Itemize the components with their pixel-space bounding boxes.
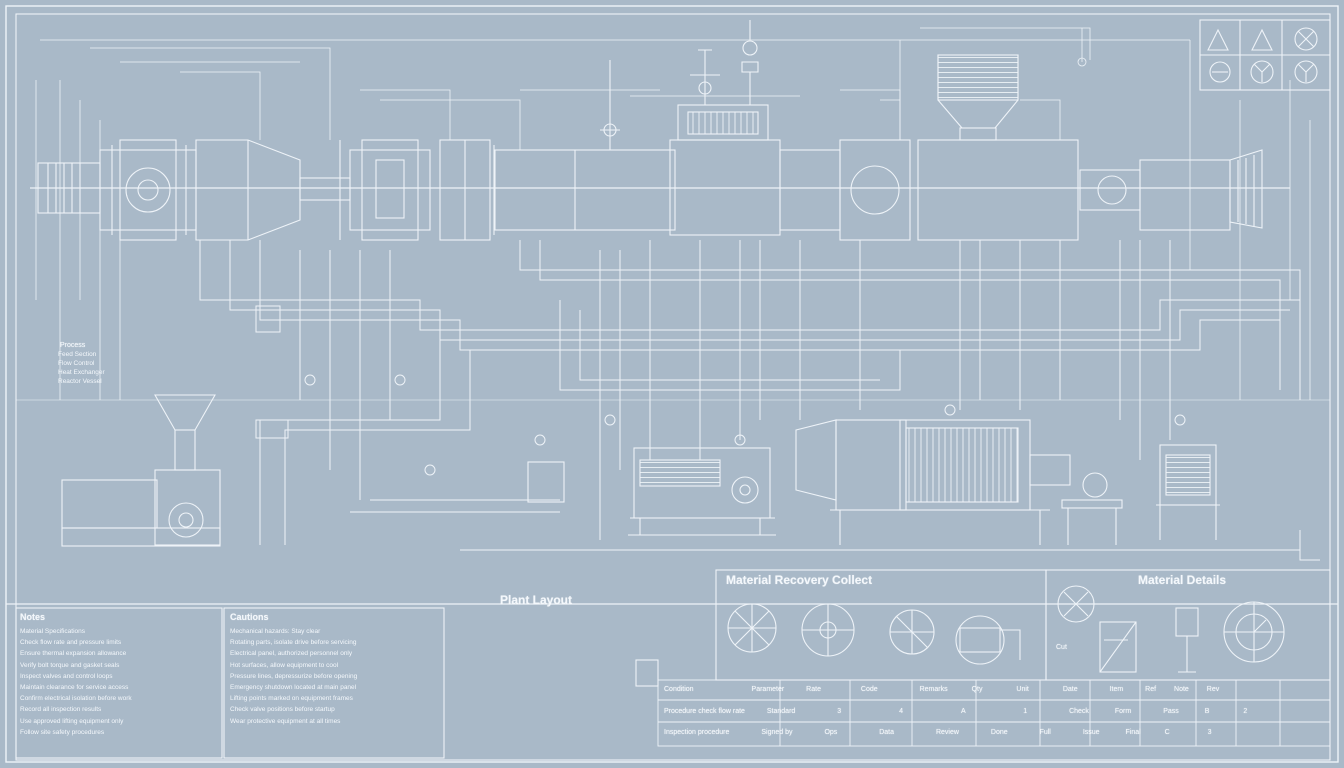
list-item: Rotating parts, isolate drive before ser… bbox=[230, 639, 357, 647]
warning-triangle-icon bbox=[1251, 28, 1273, 51]
process-train bbox=[30, 20, 1290, 241]
table-header-cell: Rate bbox=[806, 686, 821, 693]
table-header-cell: Rev bbox=[1206, 686, 1220, 693]
table-cell: Inspection procedure bbox=[664, 729, 730, 736]
table-cell: Pass bbox=[1163, 708, 1179, 715]
table-header-cell: Item bbox=[1109, 686, 1124, 693]
detail-title: Material Details bbox=[1138, 573, 1227, 587]
notes-list: Material Specifications Check flow rate … bbox=[20, 626, 132, 738]
symbol-legend-box bbox=[1199, 19, 1331, 91]
legend-title: Cautions bbox=[230, 612, 269, 622]
notes-title: Notes bbox=[20, 612, 46, 622]
main-diagram-label: Plant Layout bbox=[500, 593, 573, 607]
valve-circle-icon bbox=[1209, 61, 1231, 83]
detail-symbols bbox=[1057, 585, 1285, 673]
table-cell: 1 bbox=[1023, 708, 1028, 715]
table-cell: 3 bbox=[837, 708, 842, 715]
fan-circle-icon bbox=[1250, 60, 1274, 84]
table-cell: Data bbox=[879, 729, 895, 736]
table-cell: Standard bbox=[766, 708, 796, 715]
table-cell: Done bbox=[990, 729, 1008, 736]
list-item: Heat Exchanger bbox=[58, 369, 105, 376]
collection-title: Material Recovery Collect bbox=[726, 573, 873, 587]
list-item: Hot surfaces, allow equipment to cool bbox=[230, 661, 339, 669]
table-cell: Review bbox=[935, 729, 959, 736]
list-item: Check valve positions before startup bbox=[230, 706, 335, 714]
list-item: Material Specifications bbox=[20, 628, 86, 635]
table-cell: 4 bbox=[899, 708, 904, 715]
table-cell: 2 bbox=[1243, 708, 1248, 715]
table-header-row: Condition Parameter Rate Code Remarks Qt… bbox=[664, 686, 1219, 694]
list-item: Confirm electrical isolation before work bbox=[20, 695, 132, 703]
legend-box bbox=[223, 607, 445, 759]
warning-triangle-icon bbox=[1207, 28, 1229, 51]
table-header-cell: Remarks bbox=[919, 686, 948, 693]
table-row: Procedure check flow rate Standard 3 4 A… bbox=[664, 708, 1247, 716]
list-item: Verify bolt torque and gasket seals bbox=[20, 661, 120, 669]
fan-circle-icon bbox=[1294, 60, 1318, 84]
list-item: Pressure lines, depressurize before open… bbox=[230, 672, 358, 680]
list-item: Record all inspection results bbox=[20, 706, 102, 714]
list-item: Follow site safety procedures bbox=[20, 728, 105, 736]
title-table bbox=[657, 679, 1331, 747]
table-header-cell: Note bbox=[1174, 686, 1189, 693]
table-cell: Issue bbox=[1082, 729, 1100, 736]
list-item: Reactor Vessel bbox=[58, 378, 102, 385]
list-item: Emergency shutdown located at main panel bbox=[230, 684, 357, 692]
list-item: Mechanical hazards: Stay clear bbox=[230, 628, 321, 635]
table-cell: Ops bbox=[824, 729, 838, 736]
table-row: Inspection procedure Signed by Ops Data … bbox=[664, 729, 1212, 737]
table-header-cell: Date bbox=[1062, 686, 1078, 693]
table-cell: Procedure check flow rate bbox=[664, 708, 745, 715]
cross-circle-icon bbox=[1294, 27, 1318, 51]
outer-border bbox=[5, 5, 1339, 763]
lower-equipment bbox=[61, 394, 1220, 547]
table-header-cell: Condition bbox=[664, 686, 694, 693]
collection-symbols bbox=[727, 603, 1021, 665]
table-cell: Check bbox=[1069, 708, 1089, 715]
table-cell: B bbox=[1204, 708, 1210, 715]
table-cell: Full bbox=[1039, 729, 1051, 736]
list-item: Feed Section bbox=[58, 351, 97, 358]
table-cell: Signed by bbox=[761, 729, 793, 736]
table-cell: C bbox=[1164, 729, 1170, 736]
table-header-cell: Qty bbox=[971, 686, 983, 693]
inner-border bbox=[15, 13, 1331, 761]
table-header-cell: Unit bbox=[1016, 686, 1029, 693]
list-item: Lifting points marked on equipment frame… bbox=[230, 695, 353, 703]
detail-small-label: Cut bbox=[1056, 644, 1067, 651]
table-header-cell: Ref bbox=[1145, 686, 1157, 693]
table-header-cell: Parameter bbox=[751, 686, 785, 693]
table-cell: Final bbox=[1125, 729, 1141, 736]
table-cell: A bbox=[960, 708, 966, 715]
table-cell: 3 bbox=[1207, 729, 1212, 736]
list-item: Ensure thermal expansion allowance bbox=[20, 650, 127, 658]
left-process-list: Feed Section Flow Control Heat Exchanger… bbox=[58, 350, 105, 386]
list-item: Maintain clearance for service access bbox=[20, 684, 129, 692]
left-list-title: Process bbox=[60, 342, 86, 349]
list-item: Inspect valves and control loops bbox=[20, 672, 113, 680]
table-header-cell: Code bbox=[860, 686, 878, 693]
notes-box bbox=[15, 607, 223, 759]
table-cell: Form bbox=[1114, 708, 1132, 715]
list-item: Check flow rate and pressure limits bbox=[20, 639, 122, 647]
list-item: Electrical panel, authorized personnel o… bbox=[230, 650, 353, 658]
list-item: Use approved lifting equipment only bbox=[20, 717, 124, 725]
list-item: Flow Control bbox=[58, 360, 95, 367]
legend-list: Mechanical hazards: Stay clear Rotating … bbox=[230, 626, 357, 727]
list-item: Wear protective equipment at all times bbox=[230, 717, 341, 725]
